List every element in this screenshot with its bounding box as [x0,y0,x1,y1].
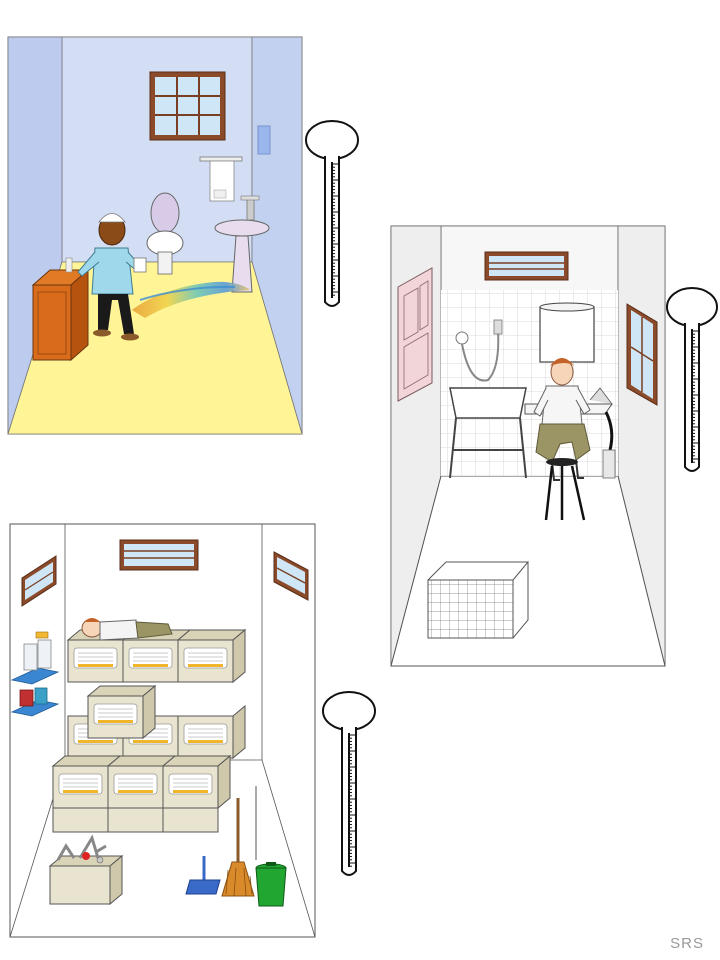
sink [214,195,270,293]
toolbox [48,834,124,906]
storage-room-scene [9,523,316,938]
window [273,551,309,601]
person [533,358,591,521]
thermometer-icon [305,120,359,307]
window [149,71,226,141]
person [81,618,173,641]
shower-room-scene [390,225,666,667]
towel-rail [199,156,243,202]
toilet [146,192,184,275]
window [119,539,199,571]
bin [255,862,287,907]
basin [449,387,527,479]
signature: SRS [670,935,704,952]
person [77,213,147,341]
dustpan [185,856,221,895]
window [21,555,57,607]
cabinet [31,257,90,362]
bathroom-scene [7,36,303,435]
wall-cabinet [397,267,433,402]
shelves [10,631,60,717]
laundry-basket [427,561,530,639]
window [484,251,569,281]
thermometer-icon [322,691,376,876]
window [626,303,658,406]
broom [221,798,255,897]
thermometer-icon [666,287,718,472]
box-stack [52,629,246,833]
shower [455,319,503,382]
